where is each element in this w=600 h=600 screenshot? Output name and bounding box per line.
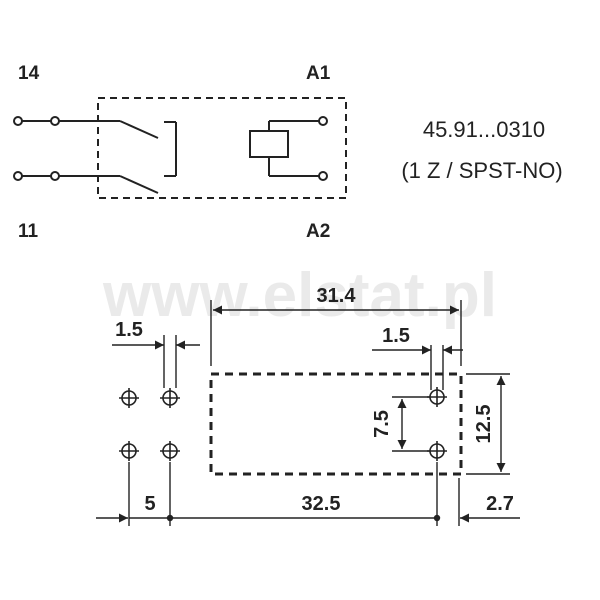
dim-overall-width: 31.4	[317, 285, 357, 307]
terminal-a2-circle	[318, 171, 328, 181]
dim-pin-gap-left: 1.5	[115, 319, 143, 341]
footprint: 31.4 1.5 1.5 7.5 12.5 5 32.5 2.7	[96, 285, 520, 526]
dim-main-pitch: 32.5	[302, 493, 341, 515]
schematic-terminals	[13, 116, 328, 181]
terminal-11-label: 11	[18, 221, 39, 242]
schematic	[22, 97, 347, 199]
dim-right-offset: 2.7	[486, 493, 514, 515]
footprint-outline	[209, 372, 463, 476]
terminal-11-circle	[13, 171, 23, 181]
coil-symbol	[249, 130, 289, 158]
model-code: 45.91...0310	[423, 117, 545, 142]
terminal-a1-label: A1	[306, 63, 331, 84]
pin-hole	[119, 388, 139, 408]
terminal-a1-circle	[318, 116, 328, 126]
pin-hole	[427, 387, 447, 407]
dim-height: 12.5	[473, 405, 495, 444]
dim-pin-gap-right: 1.5	[382, 325, 410, 347]
terminal-a2-label: A2	[306, 221, 330, 242]
watermark-text: www.elstat.pl	[102, 261, 497, 330]
pin-hole	[119, 441, 139, 461]
contact-blade-upper	[119, 120, 159, 139]
pin-hole	[160, 388, 180, 408]
terminal-14-label: 14	[18, 63, 40, 84]
terminal-14-circle	[13, 116, 23, 126]
schematic-housing	[97, 97, 347, 199]
dim-coil-pitch: 7.5	[371, 410, 393, 438]
model-type: (1 Z / SPST-NO)	[401, 158, 562, 183]
dim-left-offset: 5	[144, 493, 155, 515]
pin-hole	[160, 441, 180, 461]
contact-blade-lower	[119, 175, 159, 194]
